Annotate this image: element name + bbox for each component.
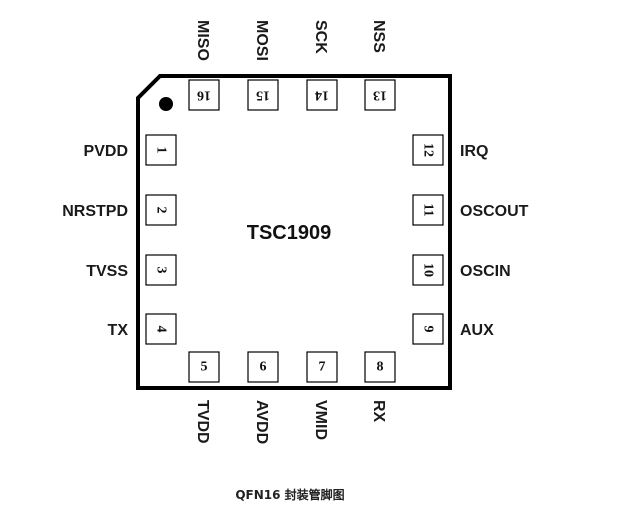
pin-name: TX [108,322,129,339]
pin-10: 10 OSCIN [412,254,511,286]
pin-pad [145,254,177,286]
pin-14: 14 SCK [306,20,338,111]
pin-pad [188,79,220,111]
pin-number: 8 [377,360,384,375]
pin-name: AUX [460,322,494,339]
pin-name: TVSS [86,263,128,280]
pin-pad [412,194,444,226]
pin-name: OSCOUT [460,203,529,220]
pin-number: 4 [154,326,169,333]
pin-pad [364,351,396,383]
pin-pad [145,134,177,166]
pin-number: 2 [154,207,169,214]
pin-12: 12 IRQ [412,134,488,166]
pin-name: VMID [312,400,329,440]
pin-1: 1 PVDD [84,134,177,166]
pin-name: AVDD [253,400,270,444]
pin-number: 15 [256,88,270,103]
pin-number: 14 [315,88,329,103]
pin-2: 2 NRSTPD [62,194,177,226]
pin-name: IRQ [460,143,488,160]
pin-15: 15 MOSI [247,20,279,111]
pin-number: 9 [421,326,436,333]
pin-pad [364,79,396,111]
pin-pad [412,254,444,286]
pin-number: 6 [260,360,267,375]
pin-number: 1 [154,147,169,154]
pin-4: 4 TX [108,313,177,345]
pin-name: PVDD [84,143,128,160]
pin-name: NSS [370,20,387,53]
pin-number: 7 [319,360,326,375]
pin-number: 5 [201,360,208,375]
chip-name: TSC1909 [247,222,332,244]
pin-pad [306,79,338,111]
figure-caption: QFN16 封装管脚图 [235,487,344,502]
pin-13: 13 NSS [364,20,396,111]
pin-name: MOSI [253,20,270,61]
pin-number: 12 [421,143,436,157]
chip-body [136,74,452,390]
pin-pad [247,351,279,383]
pin-number: 16 [197,88,211,103]
pin-name: NRSTPD [62,203,128,220]
pin-pad [188,351,220,383]
pin-number: 10 [421,263,436,277]
pin-3: 3 TVSS [86,254,177,286]
pin-number: 3 [154,267,169,274]
pin-name: TVDD [194,400,211,444]
pin-pad [412,313,444,345]
pin-8: 8RX [364,351,396,423]
pin-name: OSCIN [460,263,511,280]
pin-pad [412,134,444,166]
pin1-marker-dot [159,97,173,111]
pin-name: MISO [194,20,211,61]
pin-name: RX [370,400,387,423]
pin-pad [306,351,338,383]
pin-pad [247,79,279,111]
pin-pad [145,194,177,226]
pin-11: 11 OSCOUT [412,194,529,226]
pin-9: 9 AUX [412,313,494,345]
pin-pad [145,313,177,345]
pin-name: SCK [312,20,329,54]
pin-number: 13 [373,88,387,103]
pin-number: 11 [421,203,436,216]
pin-16: 16 MISO [188,20,220,111]
